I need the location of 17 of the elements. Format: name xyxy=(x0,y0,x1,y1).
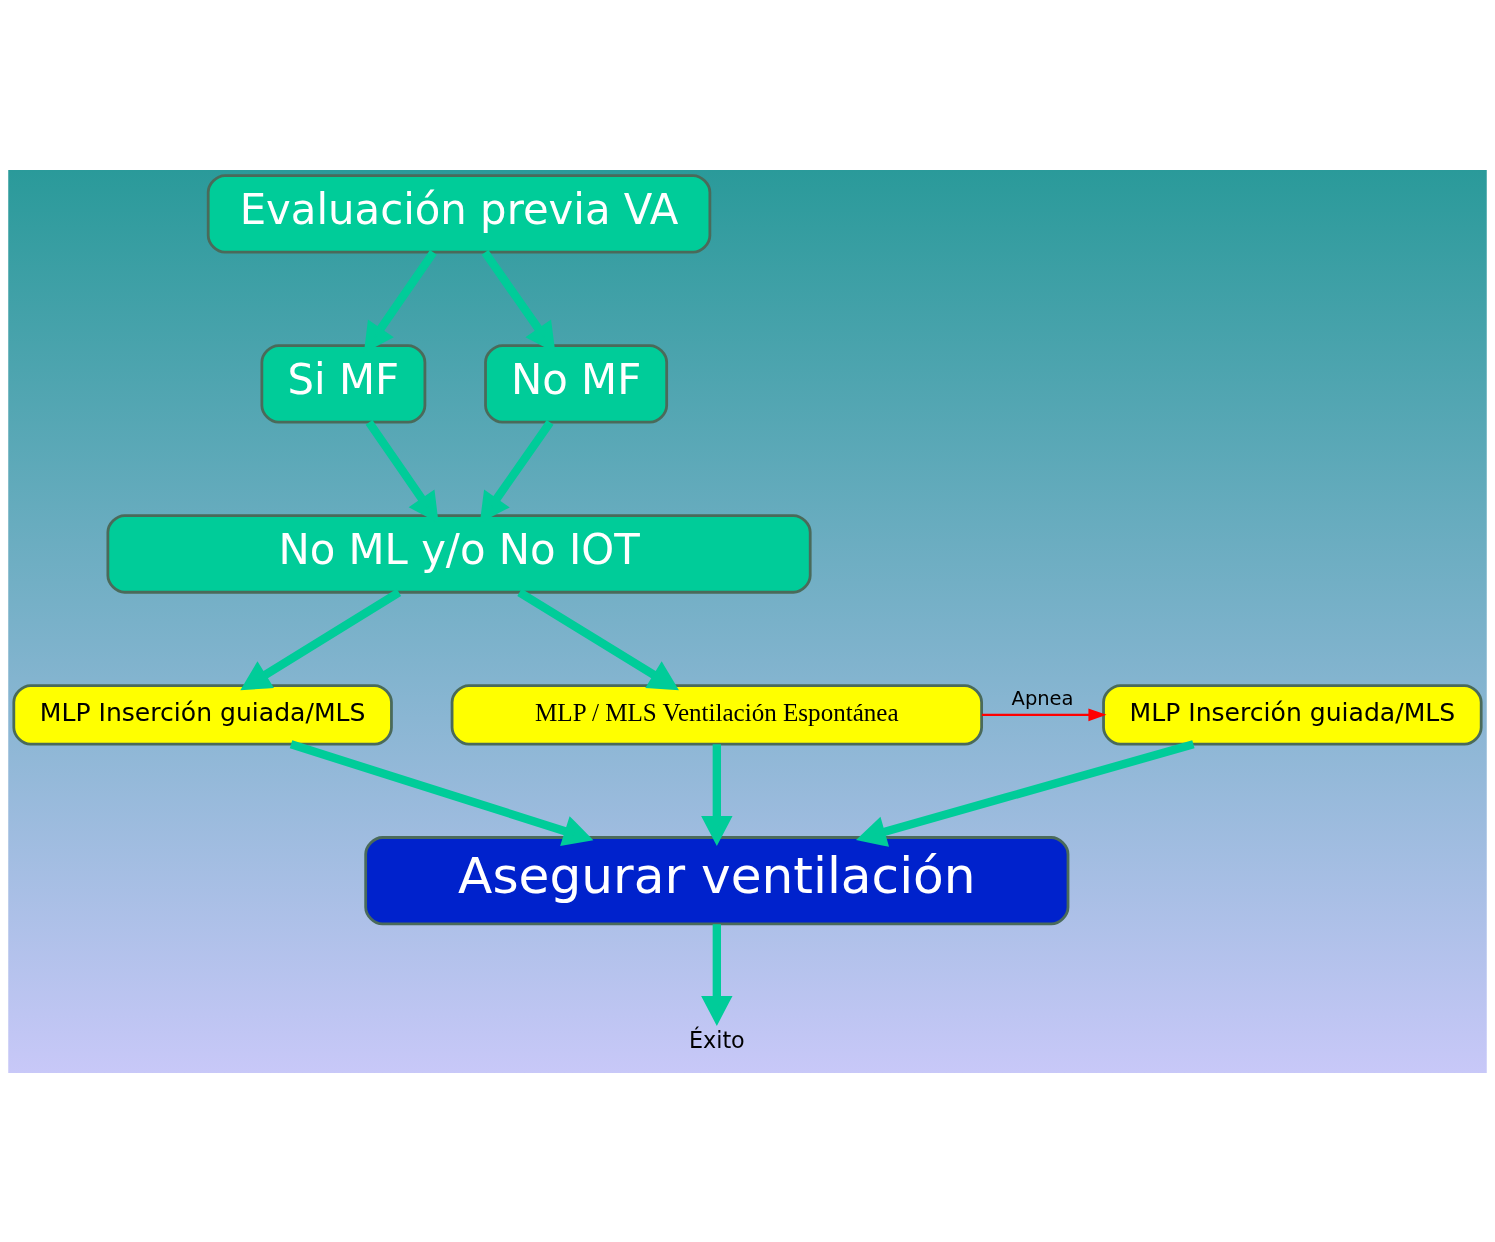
arrow xyxy=(517,588,679,690)
node-box: No ML y/o No IOT xyxy=(106,513,812,594)
arrow xyxy=(856,739,1195,847)
arrow xyxy=(240,588,402,690)
node-box: MLP Inserción guiada/MLS xyxy=(1102,683,1483,746)
node-box: No MF xyxy=(484,343,669,424)
node-text: Éxito xyxy=(688,1026,745,1053)
node-box: Evaluación previa VA xyxy=(206,173,712,254)
edge-label: Apnea xyxy=(1011,686,1074,710)
arrow xyxy=(701,923,733,1026)
node-box: Si MF xyxy=(260,343,427,424)
node-box: MLP Inserción guiada/MLS xyxy=(12,683,393,746)
node-box: Asegurar ventilación xyxy=(364,835,1070,925)
arrow xyxy=(981,708,1107,721)
arrow xyxy=(701,743,733,846)
arrow xyxy=(289,739,594,846)
node-box: MLP / MLS Ventilación Espontánea xyxy=(450,683,983,746)
